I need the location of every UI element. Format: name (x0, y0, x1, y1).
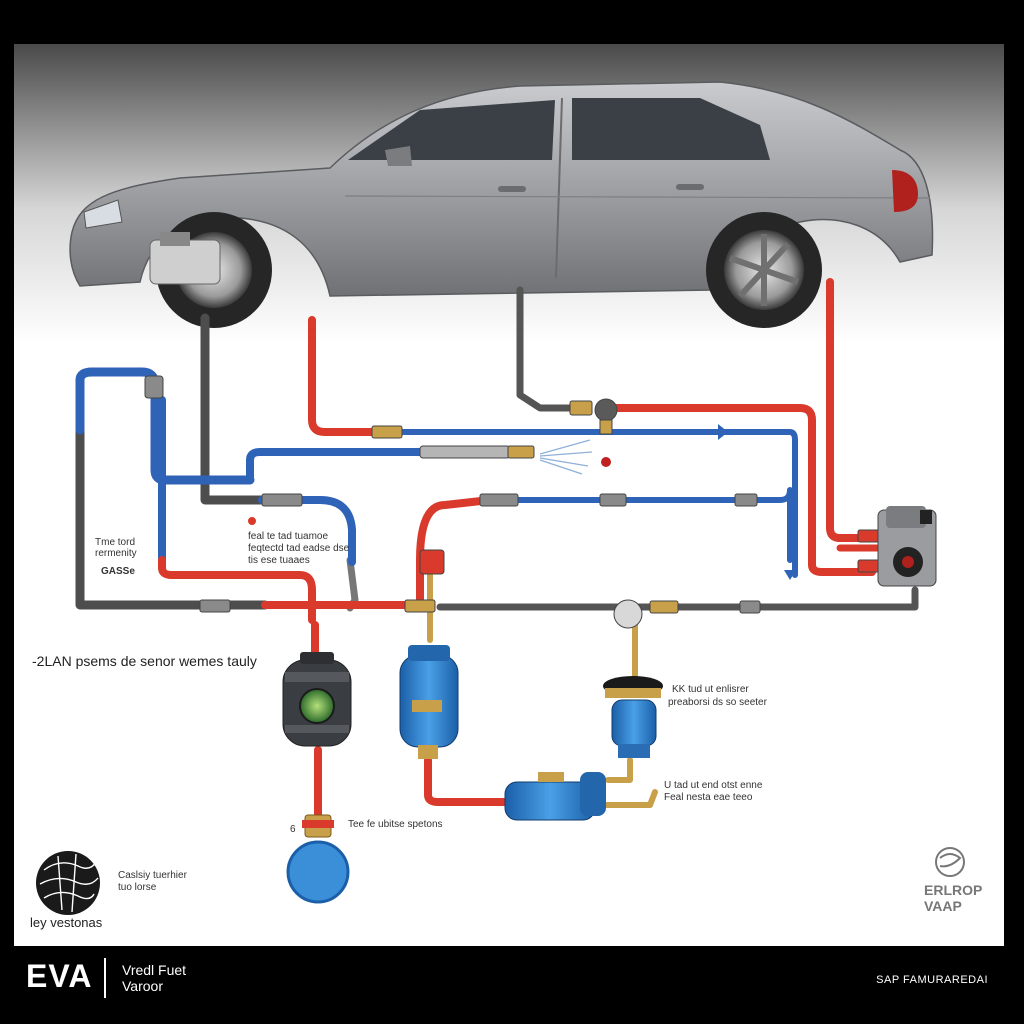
right-note-4: Feal nesta eae teeo (664, 792, 753, 803)
bottom-note: Tee fe ubitse spetons (348, 819, 443, 830)
engine-block (149, 239, 221, 285)
legend-text-2: tuo lorse (118, 882, 157, 893)
gray-line-bottom (436, 586, 919, 611)
legend-text-1: Caslsiy tuerhier (118, 870, 187, 881)
red-line-rear (826, 278, 882, 542)
blue-line-upper (246, 448, 434, 484)
vent-solenoid (603, 676, 663, 758)
center-note-3: tis ese tuaaes (248, 555, 310, 566)
red-line-to-pump (606, 404, 876, 576)
right-note-1: KK tud ut enlisrer (672, 684, 749, 695)
left-logo-caption: ley vestonas (30, 915, 103, 930)
left-top-label-3: GASSe (101, 566, 135, 577)
footer-divider (104, 958, 106, 998)
blue-line-top (397, 429, 798, 578)
red-line-filter (424, 756, 509, 806)
right-logo-text-1: ERLROP (924, 882, 983, 898)
gray-line-engine (200, 313, 267, 505)
door-handle-rear (676, 184, 704, 190)
blue-line-left-loop (75, 367, 255, 485)
center-note-1: feal te tad tuamoe (248, 531, 329, 542)
brand-logo: EVA (26, 958, 93, 994)
purge-valve-blue (399, 645, 459, 759)
right-logo (935, 847, 965, 877)
footer-title-line-1: Vredl Fuet (122, 962, 187, 978)
red-line-mid (308, 316, 384, 436)
footer-right-text: SAP FAMURAREDAI (876, 974, 988, 986)
center-note-2: feqtectd tad eadse dse (248, 543, 350, 554)
bottom-marker: 6 (290, 824, 296, 835)
engine-control-module (877, 506, 937, 587)
right-note-3: U tad ut end otst enne (664, 780, 763, 791)
fuel-tank-cap (286, 814, 350, 904)
door-handle-front (498, 186, 526, 192)
footer-title-line-2: Varoor (122, 978, 163, 994)
red-line-left (158, 556, 316, 624)
left-top-label-2: rermenity (95, 548, 137, 559)
blue-line-right (497, 487, 793, 563)
footer-bar (0, 946, 1024, 1024)
side-mirror (385, 146, 412, 166)
left-top-label-1: Tme tord (95, 537, 136, 548)
sedan-car (69, 81, 934, 328)
headlight (83, 199, 123, 229)
window-front (348, 100, 555, 160)
gray-line-center (516, 286, 589, 412)
left-logo (36, 851, 100, 915)
charcoal-canister (282, 652, 352, 747)
taillight (892, 170, 918, 212)
window-rear (572, 98, 770, 160)
leak-detection-pump (504, 772, 606, 821)
right-note-2: preaborsi ds so seeter (668, 697, 767, 708)
right-logo-text-2: VAAP (924, 898, 962, 914)
main-caption: -2LAN psems de senor wemes tauly (32, 653, 257, 669)
blue-line-loop-2 (258, 496, 356, 566)
